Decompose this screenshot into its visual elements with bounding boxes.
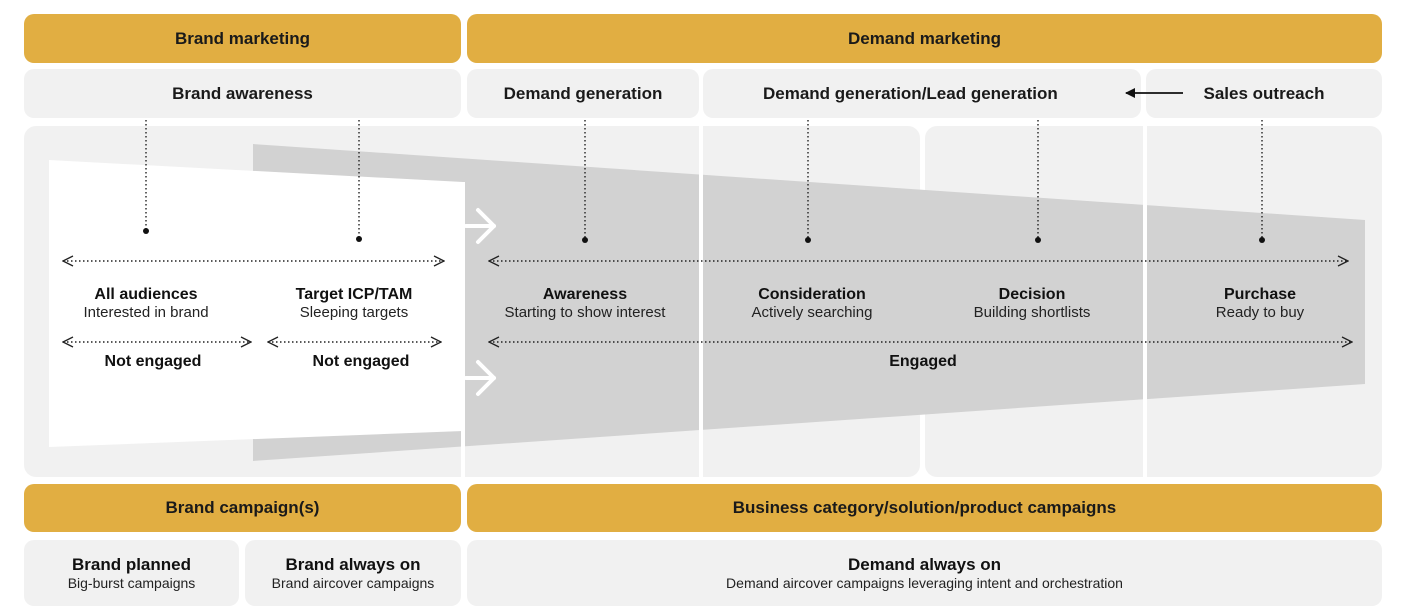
connector-dot bbox=[1259, 237, 1265, 243]
connector-dot bbox=[143, 228, 149, 234]
brand-always-on-box: Brand always on Brand aircover campaigns bbox=[245, 540, 461, 606]
stage-subtitle: Interested in brand bbox=[83, 304, 209, 321]
campaign-subtitle: Brand aircover campaigns bbox=[271, 574, 435, 591]
brand-awareness-label: Brand awareness bbox=[172, 83, 313, 103]
stage-decision: Decision Building shortlists bbox=[922, 285, 1142, 322]
campaign-title: Demand always on bbox=[847, 554, 1002, 574]
stage-target-icp: Target ICP/TAM Sleeping targets bbox=[244, 285, 464, 322]
stage-subtitle: Sleeping targets bbox=[299, 304, 409, 321]
sales-outreach-box: Sales outreach bbox=[1146, 69, 1382, 118]
brand-campaigns-header: Brand campaign(s) bbox=[24, 484, 461, 532]
not-engaged-label-1: Not engaged bbox=[104, 353, 202, 370]
stage-subtitle: Actively searching bbox=[751, 304, 873, 321]
stage-subtitle: Ready to buy bbox=[1215, 304, 1305, 321]
campaign-title: Brand always on bbox=[285, 554, 421, 574]
stage-title: Purchase bbox=[1223, 286, 1297, 303]
stage-consideration: Consideration Actively searching bbox=[702, 285, 922, 322]
stage-awareness: Awareness Starting to show interest bbox=[475, 285, 695, 322]
brand-campaigns-label: Brand campaign(s) bbox=[165, 498, 320, 517]
demand-generation-label: Demand generation bbox=[503, 83, 663, 103]
stage-purchase: Purchase Ready to buy bbox=[1150, 285, 1370, 322]
funnel-shape bbox=[253, 144, 1365, 461]
brand-awareness-box: Brand awareness bbox=[24, 69, 461, 118]
audience-shape bbox=[49, 160, 463, 447]
lead-generation-box: Demand generation/Lead generation bbox=[703, 69, 1141, 118]
not-engaged-label-2: Not engaged bbox=[312, 353, 410, 370]
demand-generation-box: Demand generation bbox=[467, 69, 699, 118]
stage-subtitle: Building shortlists bbox=[973, 304, 1091, 321]
brand-planned-box: Brand planned Big-burst campaigns bbox=[24, 540, 239, 606]
connector-dot bbox=[805, 237, 811, 243]
campaign-subtitle: Demand aircover campaigns leveraging int… bbox=[726, 574, 1123, 591]
stage-subtitle: Starting to show interest bbox=[504, 304, 666, 321]
business-campaigns-header: Business category/solution/product campa… bbox=[467, 484, 1382, 532]
stage-title: Decision bbox=[998, 286, 1066, 303]
campaign-title: Brand planned bbox=[71, 554, 191, 574]
stage-title: All audiences bbox=[94, 286, 198, 303]
stage-title: Target ICP/TAM bbox=[295, 286, 413, 303]
connector-dot bbox=[1035, 237, 1041, 243]
lead-generation-label: Demand generation/Lead generation bbox=[763, 83, 1058, 103]
campaign-subtitle: Big-burst campaigns bbox=[67, 574, 196, 591]
demand-always-on-box: Demand always on Demand aircover campaig… bbox=[467, 540, 1382, 606]
sales-outreach-label: Sales outreach bbox=[1203, 83, 1325, 103]
brand-marketing-label: Brand marketing bbox=[174, 28, 311, 48]
business-campaigns-label: Business category/solution/product campa… bbox=[732, 498, 1117, 517]
stage-all-audiences: All audiences Interested in brand bbox=[36, 285, 256, 322]
connector-dot bbox=[582, 237, 588, 243]
demand-marketing-header: Demand marketing bbox=[467, 14, 1382, 63]
stage-title: Consideration bbox=[758, 286, 866, 303]
connector-dot bbox=[356, 236, 362, 242]
brand-marketing-header: Brand marketing bbox=[24, 14, 461, 63]
engaged-label: Engaged bbox=[889, 353, 957, 370]
demand-marketing-label: Demand marketing bbox=[847, 28, 1002, 48]
stage-title: Awareness bbox=[542, 286, 628, 303]
